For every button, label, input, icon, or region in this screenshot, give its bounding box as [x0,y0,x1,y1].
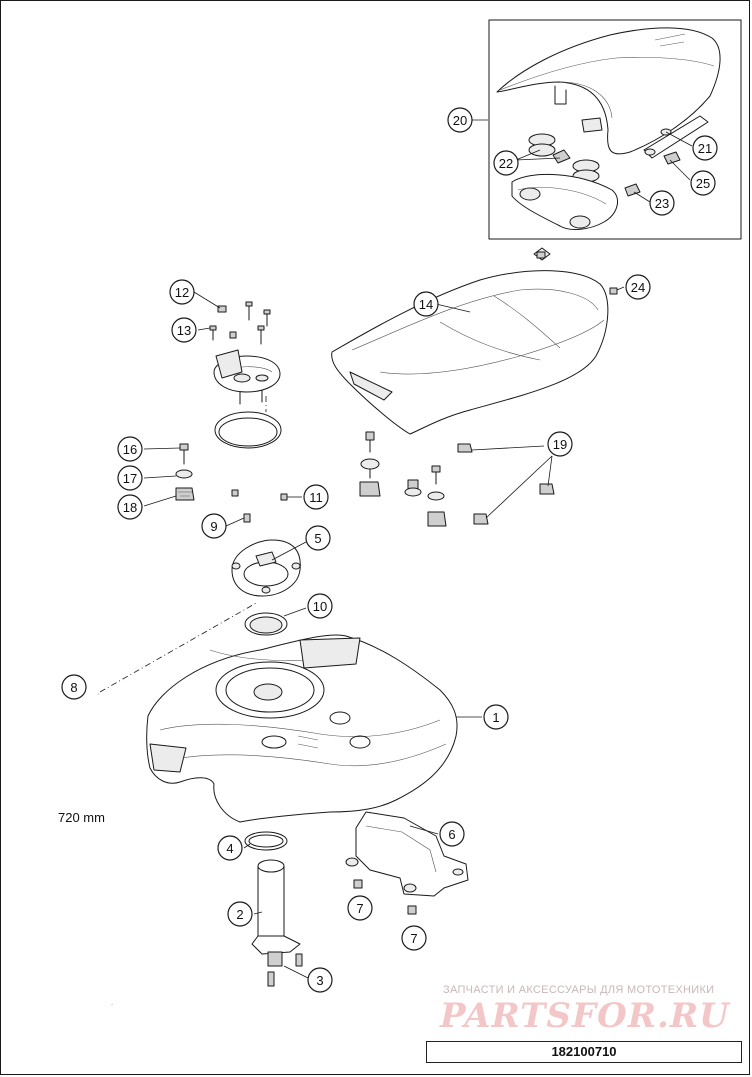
svg-text:1: 1 [492,710,499,725]
svg-text:13: 13 [177,323,191,338]
filler-neck [244,831,303,987]
callout-7b: 7 [401,925,427,951]
callout-5: 5 [305,525,331,551]
svg-text:12: 12 [175,285,189,300]
part-number: 182100710 [426,1041,742,1063]
svg-text:23: 23 [655,196,669,211]
tank-bracket [345,811,469,915]
svg-text:9: 9 [210,519,217,534]
callout-25: 25 [690,170,716,196]
svg-text:14: 14 [419,297,433,312]
fuel-tank [146,634,458,823]
svg-text:11: 11 [309,490,323,505]
svg-text:22: 22 [499,156,513,171]
callout-21: 21 [692,135,718,161]
callout-13: 13 [171,317,197,343]
callout-17: 17 [117,465,143,491]
svg-text:25: 25 [696,176,710,191]
fastener-stack-left [175,443,288,523]
callout-23: 23 [649,190,675,216]
callout-24: 24 [625,274,651,300]
svg-text:19: 19 [553,437,567,452]
svg-text:18: 18 [123,500,137,515]
callout-3: 3 [307,967,333,993]
hose-length-label: 720 mm [58,810,105,825]
alignment-lines [99,396,267,693]
svg-text:8: 8 [70,680,77,695]
watermark-logo: PARTSFOR.RU [440,996,730,1036]
fuel-hose [34,692,114,1005]
svg-text:21: 21 [698,141,712,156]
fastener-stack-right [359,431,555,527]
svg-text:7: 7 [410,931,417,946]
callout-1: 1 [483,704,509,730]
callout-4: 4 [217,835,243,861]
callout-22: 22 [493,150,519,176]
callout-14: 14 [413,291,439,317]
watermark-tagline: ЗАПЧАСТИ И АКСЕССУАРЫ ДЛЯ МОТОТЕХНИКИ [443,984,715,996]
inset-box-seat-cover [488,19,742,240]
svg-text:3: 3 [316,973,323,988]
callout-20: 20 [447,107,473,133]
callout-16: 16 [117,436,143,462]
callout-10: 10 [307,593,333,619]
callouts: 1 2 3 4 5 6 7 7 8 9 10 11 12 13 14 16 17… [61,107,718,993]
callout-18: 18 [117,494,143,520]
svg-text:7: 7 [356,901,363,916]
callout-7a: 7 [347,895,373,921]
callout-12: 12 [169,279,195,305]
svg-text:4: 4 [226,841,233,856]
callout-11: 11 [303,484,329,510]
svg-text:17: 17 [123,471,137,486]
svg-text:20: 20 [453,113,467,128]
callout-6: 6 [439,821,465,847]
svg-text:2: 2 [236,907,243,922]
svg-text:10: 10 [313,599,327,614]
callout-19: 19 [547,431,573,457]
svg-text:16: 16 [123,442,137,457]
leader-lines [143,119,693,979]
pump-flange [231,539,301,636]
svg-text:24: 24 [631,280,645,295]
svg-text:5: 5 [314,531,321,546]
svg-text:6: 6 [448,827,455,842]
callout-8: 8 [61,674,87,700]
seat-screws [536,251,618,295]
rider-seat [331,247,609,435]
callout-9: 9 [201,513,227,539]
callout-2: 2 [227,901,253,927]
filler-cap-assembly [209,301,282,449]
